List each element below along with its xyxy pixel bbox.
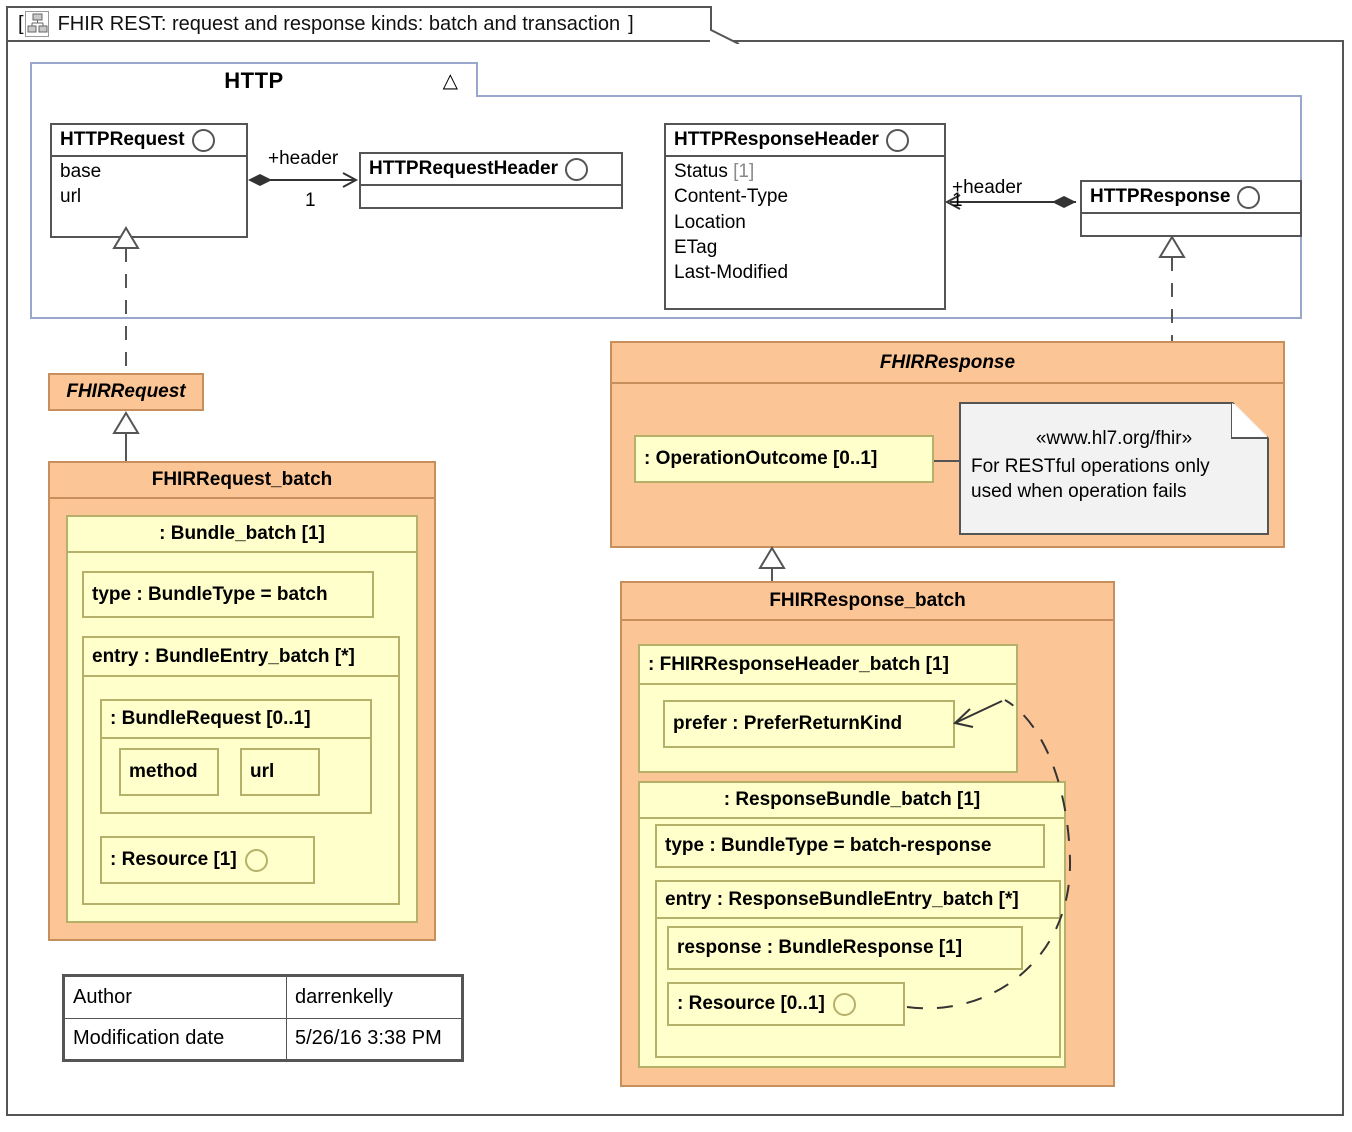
property-response-bundle-type[interactable]: type : BundleType = batch-response xyxy=(655,824,1045,868)
note-body xyxy=(959,402,1269,535)
property-url-label: url xyxy=(250,761,275,782)
class-http-request-header-attrs xyxy=(361,186,621,190)
diagram-icon xyxy=(24,10,50,38)
part-resource-response-title: : Resource [0..1] xyxy=(669,984,903,1024)
interface-circle-icon xyxy=(191,128,215,152)
attr-last-modified: Last-Modified xyxy=(674,262,789,284)
note-line-1: For RESTful operations only xyxy=(971,455,1210,477)
property-prefer[interactable]: prefer : PreferReturnKind xyxy=(663,700,955,748)
part-fhir-response-header-batch-title: : FHIRResponseHeader_batch [1] xyxy=(640,646,1016,685)
note-fold-corner-icon xyxy=(1230,402,1269,440)
author-value: darrenkelly xyxy=(286,976,462,1019)
class-http-request-attrs: base url xyxy=(52,157,246,212)
frame-open-bracket: [ xyxy=(18,12,24,35)
frame-close-bracket: ] xyxy=(628,12,634,35)
part-response-bundle-entry-batch-title: entry : ResponseBundleEntry_batch [*] xyxy=(657,882,1059,919)
class-http-request-header: HTTPRequest xyxy=(52,125,246,157)
class-fhir-request-batch-name: FHIRRequest_batch xyxy=(50,463,434,499)
property-response[interactable]: response : BundleResponse [1] xyxy=(667,926,1023,970)
class-http-response-name: HTTPResponse xyxy=(1090,186,1231,207)
class-http-response-header-attrs: Status [1] Content-Type Location ETag La… xyxy=(666,157,944,287)
class-http-response-attrs xyxy=(1082,214,1300,218)
property-response-bundle-type-label: type : BundleType = batch-response xyxy=(665,835,992,856)
class-http-response-header-name: HTTPResponseHeader xyxy=(674,129,879,150)
class-http-request-name: HTTPRequest xyxy=(60,129,185,150)
part-resource-request-label: : Resource [1] xyxy=(110,849,237,870)
assoc-request-header-mult: 1 xyxy=(305,190,316,211)
property-url[interactable]: url xyxy=(240,748,320,796)
frame-title-notch xyxy=(710,6,740,45)
interface-circle-icon xyxy=(885,128,909,152)
part-bundle-request-title: : BundleRequest [0..1] xyxy=(102,701,370,739)
part-response-bundle-batch-title: : ResponseBundle_batch [1] xyxy=(640,783,1064,819)
note-fhir-restful[interactable]: «www.hl7.org/fhir» For RESTful operation… xyxy=(959,402,1269,535)
attr-url: url xyxy=(60,186,82,208)
class-http-request-header-name: HTTPRequestHeader xyxy=(369,158,558,179)
property-method-label: method xyxy=(129,761,198,782)
part-resource-request[interactable]: : Resource [1] xyxy=(100,836,315,884)
interface-circle-icon xyxy=(565,157,588,181)
class-http-response[interactable]: HTTPResponse xyxy=(1080,180,1302,237)
property-method[interactable]: method xyxy=(119,748,219,796)
class-fhir-response-batch-name: FHIRResponse_batch xyxy=(622,583,1113,621)
note-line-2: used when operation fails xyxy=(971,481,1187,503)
class-http-response-header-title: HTTPResponseHeader xyxy=(666,125,944,157)
class-http-request[interactable]: HTTPRequest base url xyxy=(50,123,248,238)
modification-date-value: 5/26/16 3:38 PM xyxy=(286,1017,462,1060)
interface-circle-icon xyxy=(1237,185,1261,209)
table-row: Author darrenkelly xyxy=(64,976,462,1019)
class-http-response-header[interactable]: HTTPResponseHeader Status [1] Content-Ty… xyxy=(664,123,946,310)
part-bundle-batch-title: : Bundle_batch [1] xyxy=(68,517,416,553)
property-bundle-type-label: type : BundleType = batch xyxy=(92,583,328,605)
modification-date-label: Modification date xyxy=(64,1017,287,1060)
author-label: Author xyxy=(64,976,287,1019)
class-http-request-header-box[interactable]: HTTPRequestHeader xyxy=(359,152,623,209)
part-operation-outcome-label: : OperationOutcome [0..1] xyxy=(644,448,878,469)
attr-content-type: Content-Type xyxy=(674,186,789,208)
note-text: «www.hl7.org/fhir» For RESTful operation… xyxy=(959,402,1269,505)
assoc-response-header-role: +header xyxy=(952,177,1023,198)
attr-etag: ETag xyxy=(674,236,718,258)
diagram-frame-title: [ FHIR REST: request and response kinds:… xyxy=(6,6,712,42)
package-http-name: HTTP xyxy=(224,67,284,93)
interface-circle-icon xyxy=(832,992,856,1016)
interface-circle-icon xyxy=(244,848,268,872)
attr-base: base xyxy=(60,161,102,182)
part-resource-response[interactable]: : Resource [0..1] xyxy=(667,982,905,1026)
part-resource-request-title: : Resource [1] xyxy=(102,838,313,882)
property-bundle-type[interactable]: type : BundleType = batch xyxy=(82,571,374,618)
table-row: Modification date 5/26/16 3:38 PM xyxy=(64,1017,462,1060)
part-resource-response-label: : Resource [0..1] xyxy=(677,993,825,1014)
class-fhir-request-name: FHIRRequest xyxy=(66,381,186,402)
assoc-response-header-mult: 1 xyxy=(952,190,963,211)
note-stereotype: «www.hl7.org/fhir» xyxy=(1035,428,1193,449)
class-fhir-request[interactable]: FHIRRequest xyxy=(48,373,204,411)
attr-status-label: Status xyxy=(674,161,728,182)
package-http-tab[interactable]: HTTP △ xyxy=(30,62,478,97)
attr-status: Status [1] xyxy=(674,159,936,184)
class-http-response-title: HTTPResponse xyxy=(1082,182,1300,214)
author-metadata-table: Author darrenkelly Modification date 5/2… xyxy=(62,974,464,1062)
attr-location: Location xyxy=(674,211,746,233)
frame-title-text: FHIR REST: request and response kinds: b… xyxy=(57,12,621,35)
property-prefer-label: prefer : PreferReturnKind xyxy=(673,713,903,734)
class-fhir-response-name: FHIRResponse xyxy=(612,343,1283,384)
class-http-request-header-title: HTTPRequestHeader xyxy=(361,154,621,186)
assoc-request-header-role: +header xyxy=(268,148,339,169)
property-response-label: response : BundleResponse [1] xyxy=(677,937,963,958)
attr-status-multiplicity: [1] xyxy=(733,161,755,182)
collapse-triangle-icon[interactable]: △ xyxy=(442,69,458,92)
part-bundle-entry-batch-title: entry : BundleEntry_batch [*] xyxy=(84,638,398,677)
part-operation-outcome[interactable]: : OperationOutcome [0..1] xyxy=(634,435,934,483)
